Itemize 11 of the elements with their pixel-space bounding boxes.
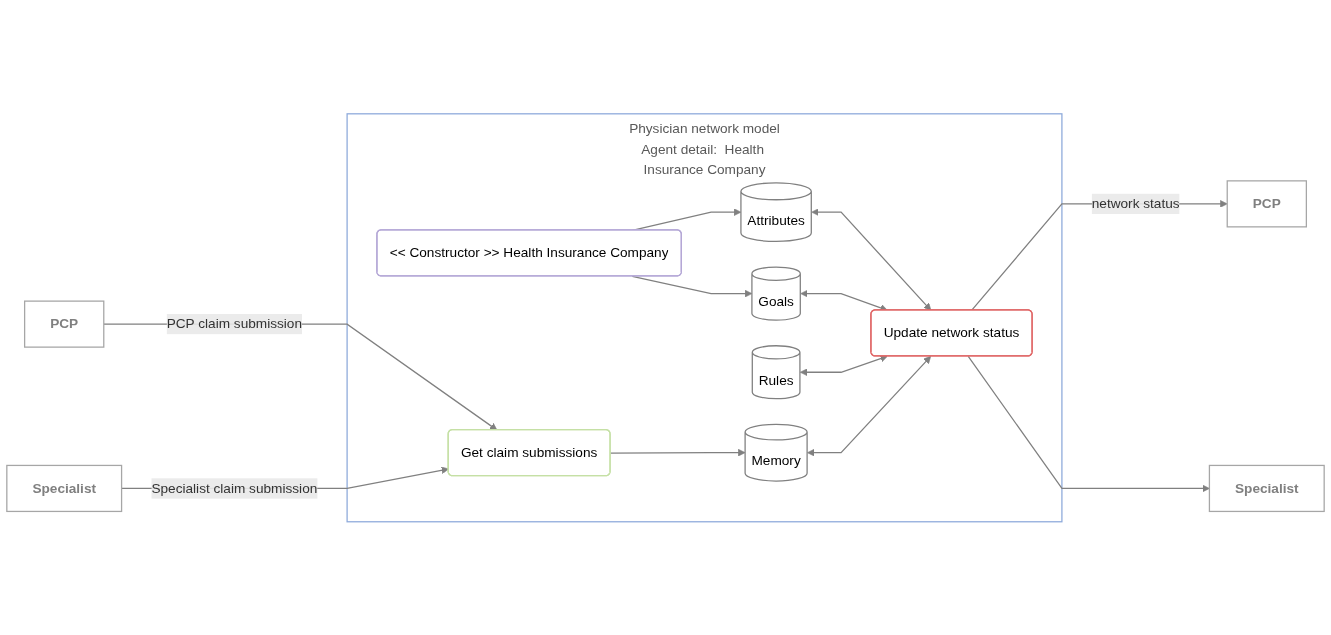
edge-label: Specialist claim submission xyxy=(151,480,318,495)
node-box: PCP xyxy=(24,300,105,348)
arrow xyxy=(967,355,1210,492)
node-box: Specialist xyxy=(6,464,123,512)
arrow xyxy=(811,208,932,311)
edge-label: network status xyxy=(1091,195,1180,211)
edge-label: PCP claim submission xyxy=(166,316,303,331)
node-box: Specialist xyxy=(1208,464,1325,512)
node-box: PCP xyxy=(1226,179,1307,228)
arrow xyxy=(799,354,888,376)
arrow xyxy=(807,355,932,457)
